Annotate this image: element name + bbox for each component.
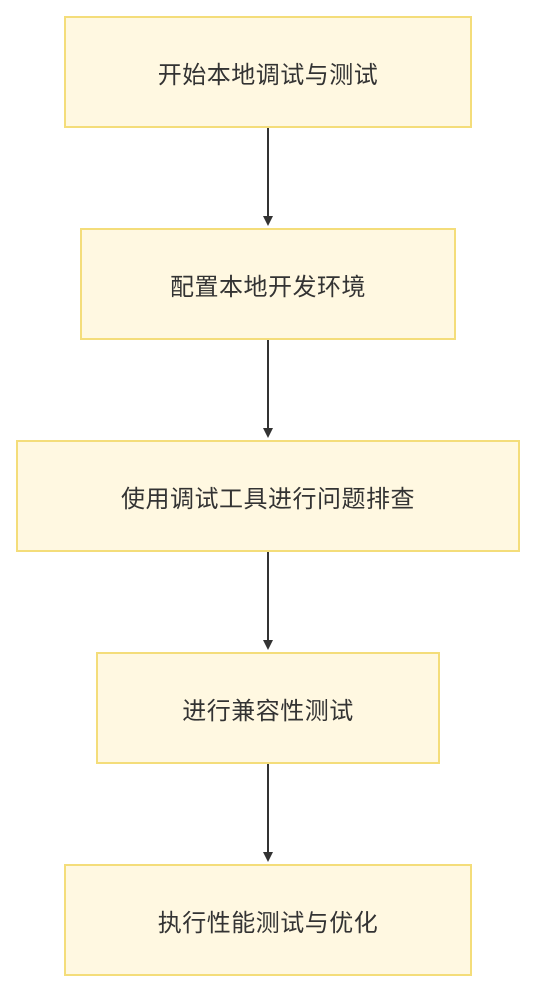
node-label: 进行兼容性测试 (182, 696, 354, 725)
node-start-local-debug-test: 开始本地调试与测试 (64, 16, 472, 128)
node-configure-local-env: 配置本地开发环境 (80, 228, 456, 340)
node-label: 使用调试工具进行问题排查 (121, 484, 415, 513)
node-performance-test-optimize: 执行性能测试与优化 (64, 864, 472, 976)
node-label: 配置本地开发环境 (170, 272, 366, 301)
node-label: 开始本地调试与测试 (157, 60, 379, 89)
node-compatibility-test: 进行兼容性测试 (96, 652, 440, 764)
node-debug-tools-troubleshoot: 使用调试工具进行问题排查 (16, 440, 520, 552)
node-label: 执行性能测试与优化 (157, 908, 379, 937)
